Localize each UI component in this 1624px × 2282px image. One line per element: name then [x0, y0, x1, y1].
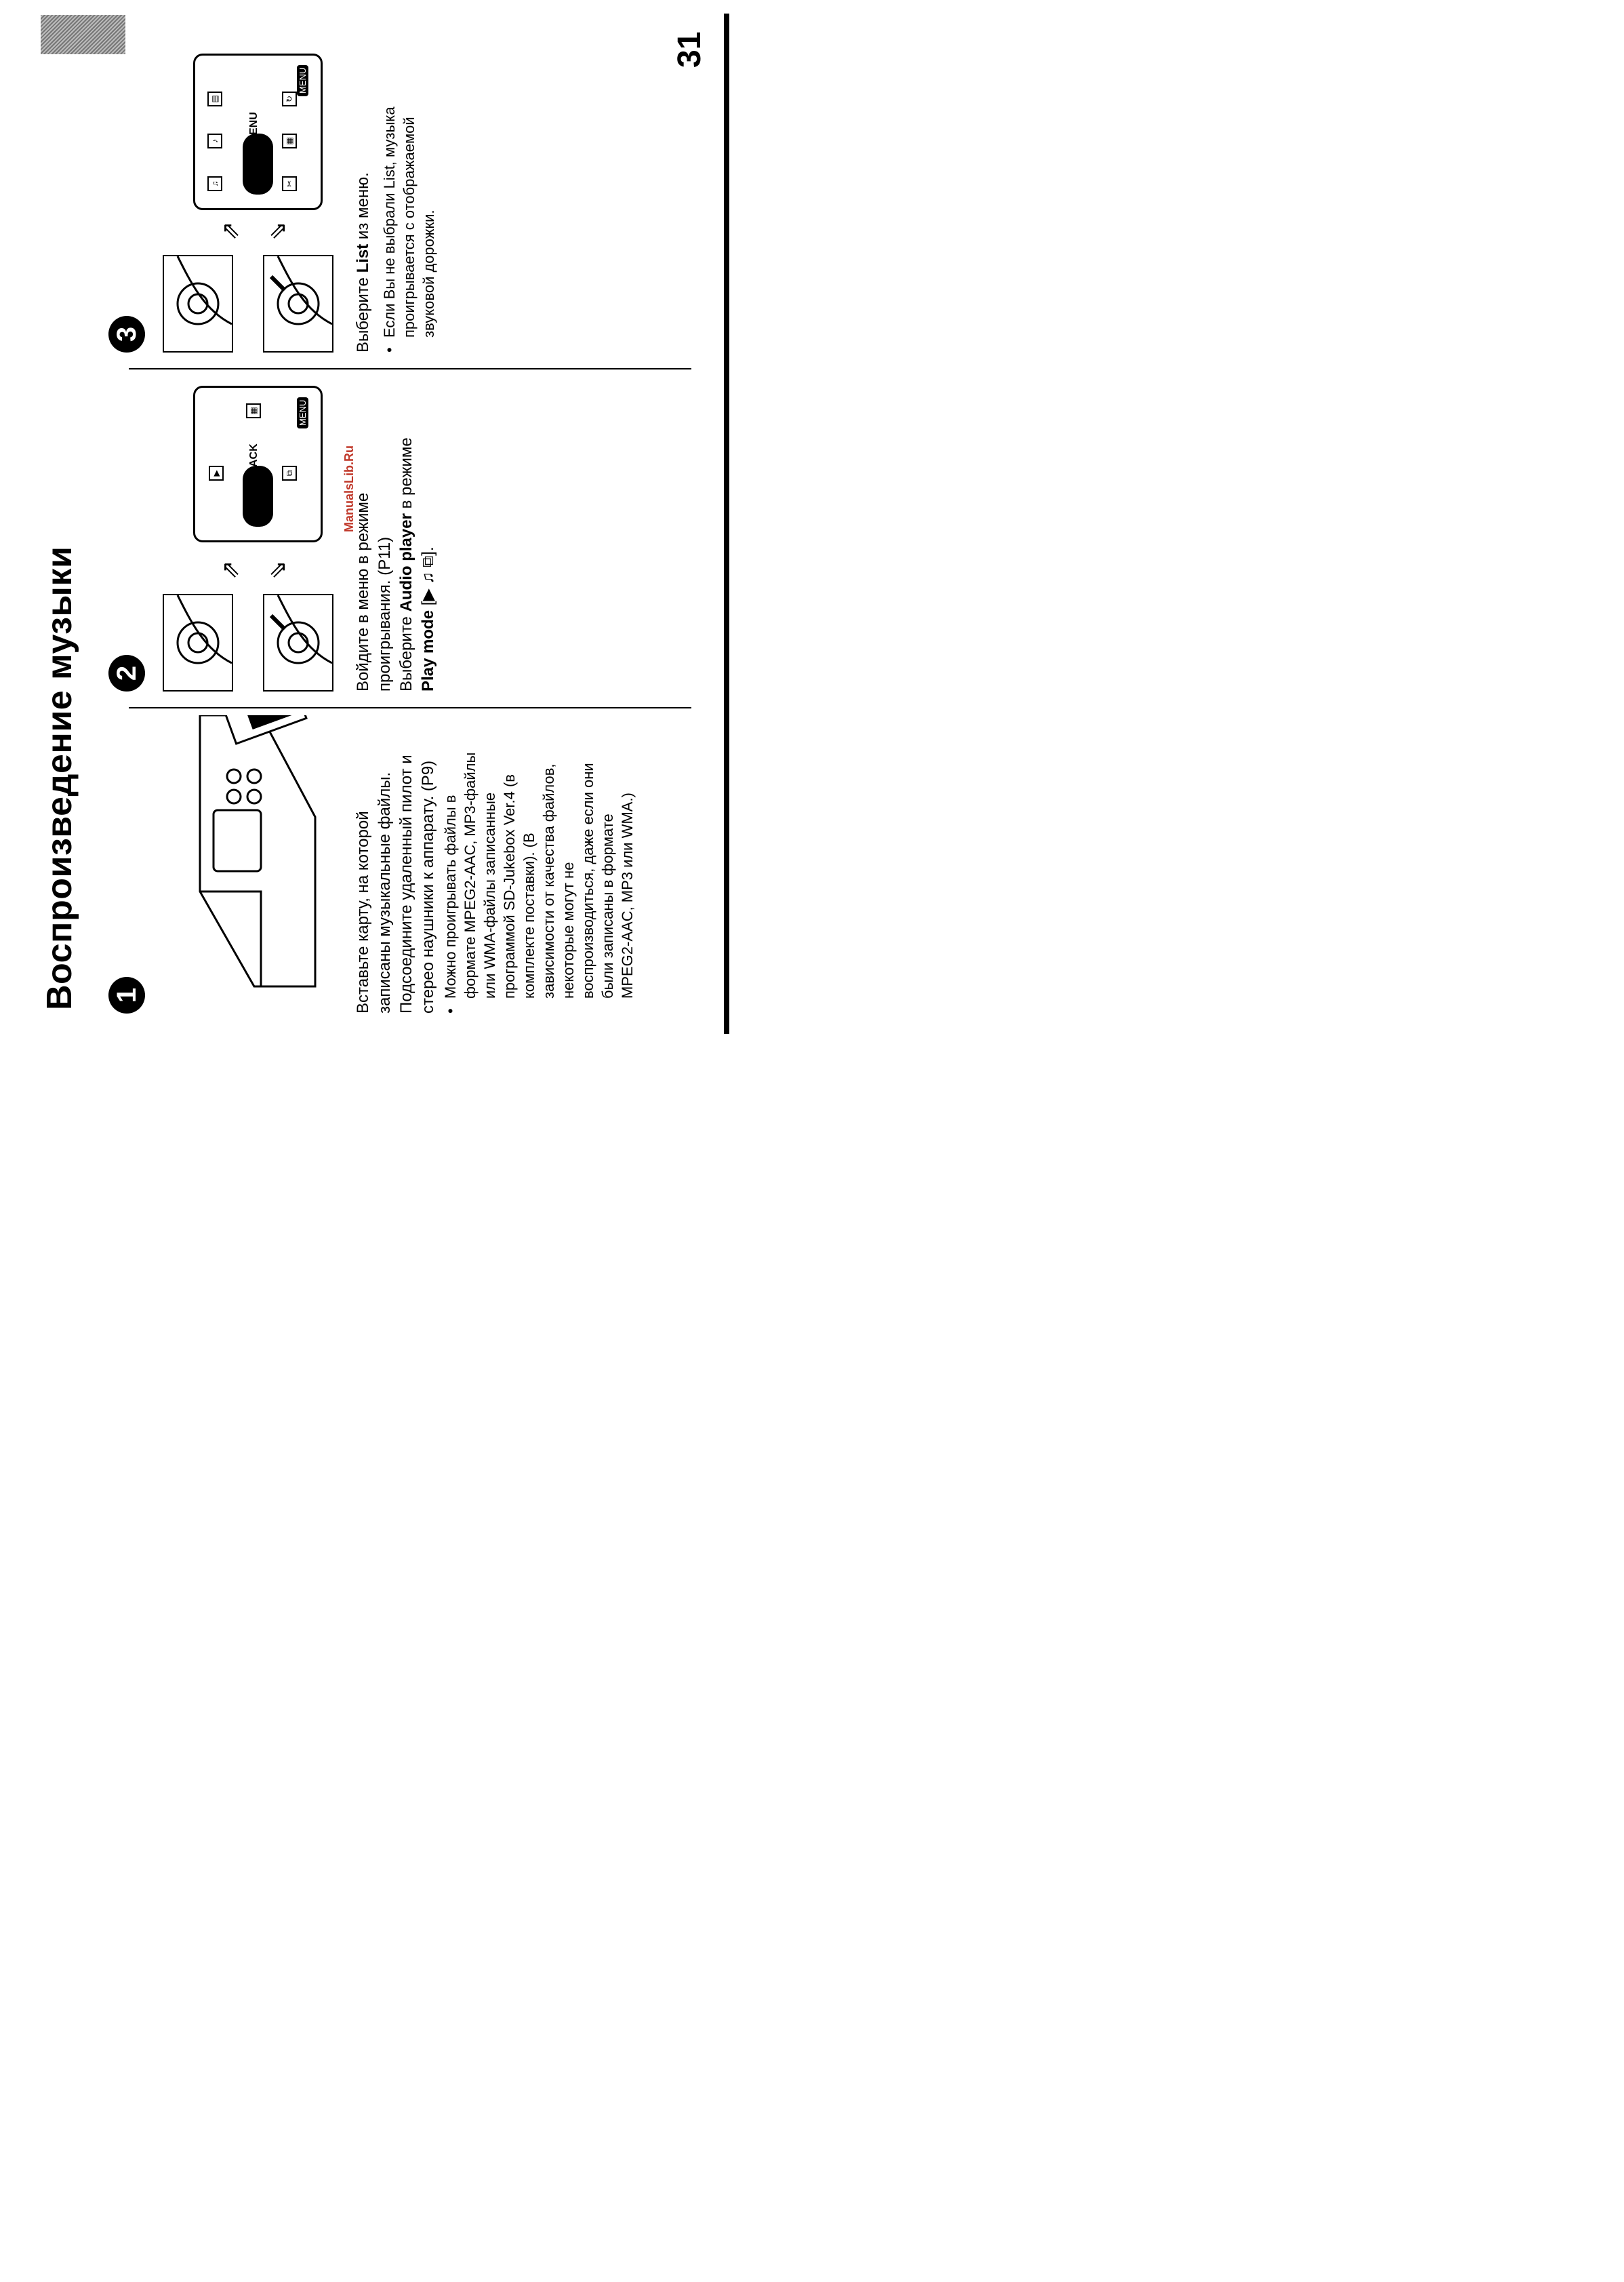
step1-line: Подсоедините удаленный пилот и: [397, 755, 415, 1014]
playmode-icon: ♪: [207, 134, 222, 148]
bullet-line: проигрывается с отображаемой: [401, 117, 418, 338]
bullet-line: Если Вы не выбрали List, музыка: [381, 106, 398, 338]
text-fragment: [▶ ♫ ⧉].: [419, 546, 437, 610]
bullet-line: воспроизводиться, даже если они: [580, 763, 596, 999]
watermark: ManualsLib.Ru: [342, 445, 356, 532]
grid-icon: ▦: [246, 403, 261, 418]
step3-text: Выберите List из меню.: [352, 34, 374, 353]
step1-text: Вставьте карту, на которой записаны музы…: [352, 661, 439, 1014]
screen-center-label: ACK: [248, 443, 260, 467]
menu-badge: MENU: [297, 397, 308, 428]
repeat-icon: ↻: [282, 92, 297, 106]
step-number-1: 1: [108, 977, 145, 1014]
arrow-icon: ⇗: [218, 221, 243, 241]
screen-center-label: ENU: [248, 112, 260, 135]
text-fragment: из меню.: [354, 172, 372, 244]
divider-2: [129, 368, 691, 369]
step3-bullet: • Если Вы не выбрали List, музыка проигр…: [380, 34, 439, 353]
play-icon: ▶: [209, 466, 224, 481]
bullet-line: формате MPEG2-AAC, MP3-файлы: [462, 752, 479, 999]
menu-badge: MENU: [297, 64, 308, 96]
text-fragment: в режиме: [397, 437, 415, 514]
page-bottom-rule: [724, 14, 729, 1034]
bullet-line: или WMA-файлы записанные: [481, 792, 498, 999]
menu-screen-3: ENU ♫ ♪ ▤ ✂ ▦ ↻ MENU: [193, 54, 323, 210]
rotated-page: Воспроизведение музыки 31 1 Вставьте кар…: [0, 0, 746, 1047]
equalizer-icon: ▦: [282, 134, 297, 148]
bold-term: Audio player: [397, 513, 415, 612]
bold-term: List: [354, 243, 372, 273]
sleep-icon: ♫: [207, 176, 222, 191]
bullet-line: программой SD-Jukebox Ver.4 (в: [501, 774, 518, 999]
step2-line: Play mode [▶ ♫ ⧉].: [418, 373, 439, 692]
device-illustration: [159, 679, 342, 1000]
step2-line: проигрывания. (P11): [375, 536, 394, 692]
divider-1: [129, 707, 691, 708]
step1-line: Вставьте карту, на которой: [354, 811, 372, 1014]
arrow-icon: ⇘: [265, 221, 291, 241]
bullet-line: комплекте поставки). (В: [521, 833, 537, 999]
dial-photo-bottom: [263, 594, 333, 692]
playlist-icon: ⧉: [282, 466, 297, 481]
section-tab: [41, 15, 125, 54]
bullet-dot: •: [442, 1008, 459, 1014]
text-fragment: Выберите: [397, 612, 415, 692]
bullet-dot: •: [381, 347, 398, 353]
step3-line: Выберите List из меню.: [352, 34, 374, 353]
step1-line: записаны музыкальные файлы.: [375, 772, 394, 1014]
list-icon: ▤: [207, 92, 222, 106]
step1-line: стерео наушники к аппарату. (P9): [419, 760, 437, 1014]
bullet-line: MPEG2-AAC, MP3 или WMA.): [619, 793, 636, 999]
step-number-3: 3: [108, 316, 145, 353]
page-number: 31: [672, 31, 708, 68]
bullet-line: звуковой дорожки.: [420, 209, 437, 338]
step2-line: Выберите Audio player в режиме: [396, 373, 418, 692]
bullet-line: были записаны в формате: [599, 814, 616, 999]
bold-term: Play mode: [419, 609, 437, 692]
selection-highlight: [243, 466, 273, 527]
step2-text: Войдите в меню в режиме проигрывания. (P…: [352, 373, 439, 692]
step1-bullet: • Можно проигрывать файлы в формате MPEG…: [441, 661, 637, 1014]
step2-line: Войдите в меню в режиме: [354, 492, 372, 692]
selection-highlight: [243, 134, 273, 195]
page-title: Воспроизведение музыки: [40, 546, 79, 1010]
arrow-icon: ⇗: [218, 560, 243, 580]
step-number-2: 2: [108, 655, 145, 692]
arrow-icon: ⇘: [265, 560, 291, 580]
settings-icon: ✂: [282, 176, 297, 191]
dial-photo-top: [163, 255, 233, 353]
dial-photo-bottom: [263, 255, 333, 353]
bullet-line: зависимости от качества файлов,: [540, 763, 557, 999]
menu-screen-2: ACK ▶ ⧉ ▦ MENU: [193, 386, 323, 542]
bullet-line: Можно проигрывать файлы в: [442, 795, 459, 999]
text-fragment: Выберите: [354, 273, 372, 353]
dial-photo-top: [163, 594, 233, 692]
bullet-line: некоторые могут не: [560, 862, 577, 999]
